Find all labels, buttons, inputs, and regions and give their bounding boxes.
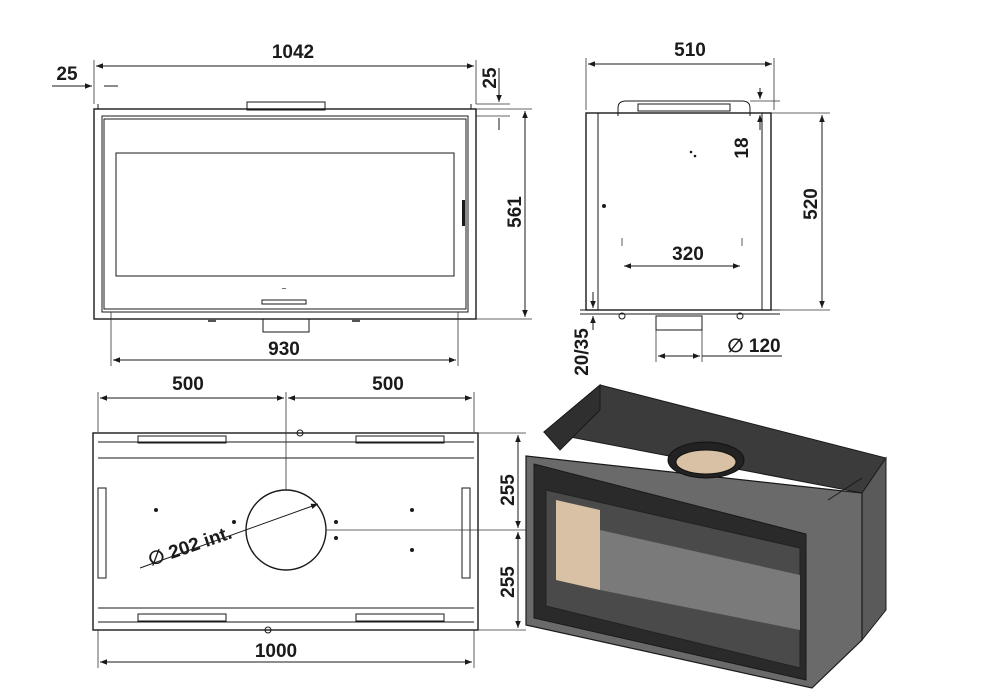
dim-side-depth: 510 <box>674 40 706 61</box>
top-outlet-circle <box>245 489 327 571</box>
bottom-handle-left <box>137 613 227 622</box>
front-glass <box>115 152 455 277</box>
render-firebox-wall <box>556 500 600 590</box>
render-left-side <box>543 383 601 451</box>
top-hole-5 <box>334 520 338 524</box>
top-side-bar-left <box>97 487 107 579</box>
front-bottom-bar <box>261 299 307 305</box>
top-pin-bottom <box>264 626 272 634</box>
dim-top-outlet-diameter: ∅ 202 int. <box>146 523 235 571</box>
top-side-bar-right <box>461 487 471 579</box>
side-view: 510 18 520 320 20/35 ∅ 120 <box>572 40 830 376</box>
dim-front-bottom-width: 930 <box>268 339 300 360</box>
front-top-handle <box>246 101 326 111</box>
dim-front-offset-left: 25 <box>56 64 78 85</box>
dim-side-top-step: 18 <box>732 137 753 158</box>
top-hole-2 <box>410 508 414 512</box>
side-handle-grip <box>637 103 731 112</box>
top-handle-left <box>137 435 227 444</box>
dim-side-height: 520 <box>801 188 822 220</box>
dim-top-depth-top: 255 <box>498 474 519 506</box>
dim-line-202-leader <box>139 503 319 569</box>
front-foot-2 <box>352 319 360 322</box>
top-pin-top <box>296 429 304 437</box>
side-foot-1 <box>618 312 626 320</box>
top-hole-4 <box>232 520 236 524</box>
front-flue-collar <box>262 318 310 333</box>
front-foot-1 <box>208 319 216 322</box>
top-handle-right <box>355 435 445 444</box>
dim-side-bottom-offset: 20/35 <box>572 328 593 376</box>
side-foot-2 <box>736 312 744 320</box>
dim-top-depth-bottom: 255 <box>498 566 519 598</box>
dim-front-width: 1042 <box>272 42 314 63</box>
front-inner-frame <box>101 115 469 313</box>
side-bolt <box>602 204 606 208</box>
top-view: 500 500 255 255 ∅ 202 int. 1000 <box>92 374 526 668</box>
dim-side-flue-diameter: ∅ 120 <box>727 336 780 357</box>
render-handle-right <box>827 477 863 501</box>
front-logo: ~ <box>281 285 287 293</box>
front-side-handle <box>462 200 465 226</box>
render-firebox-floor <box>600 530 800 630</box>
dim-top-half-right: 500 <box>372 374 404 395</box>
side-dot-2 <box>693 154 697 158</box>
side-flue-collar <box>655 315 703 331</box>
dim-top-width-total: 1000 <box>255 641 297 662</box>
front-view: ~ 1042 25 25 561 930 <box>52 42 532 366</box>
dim-side-spacing: 320 <box>672 244 704 265</box>
bottom-handle-right <box>355 613 445 622</box>
insert-3d-render <box>525 383 887 689</box>
side-dot-1 <box>689 150 693 154</box>
side-top-handle <box>617 100 751 116</box>
dim-front-offset-top: 25 <box>480 67 501 89</box>
render-flue-opening <box>675 449 737 475</box>
front-door-frame <box>103 118 467 310</box>
top-hole-3 <box>410 548 414 552</box>
dim-front-height: 561 <box>505 196 526 228</box>
dim-top-half-left: 500 <box>172 374 204 395</box>
top-hole-6 <box>334 536 338 540</box>
top-outer-plate <box>92 432 479 631</box>
top-hole-1 <box>154 508 158 512</box>
